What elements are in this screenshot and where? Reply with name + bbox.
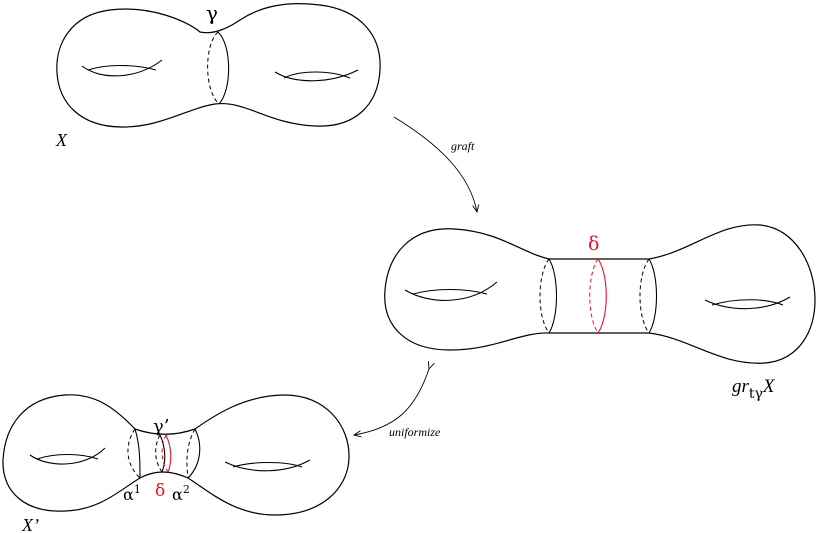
curve-delta-back (589, 258, 599, 334)
curve-delta-prime-back (161, 434, 169, 473)
label-graft: graft (451, 139, 475, 153)
surface-x-prime-right-hole-upper (232, 462, 303, 468)
curve-alpha1-back (127, 428, 141, 479)
curve-delta-front (597, 258, 607, 334)
surface-grafted-outline (384, 224, 816, 364)
label-grafted-sub: tγ (749, 386, 763, 402)
cylinder-right-boundary-back (639, 258, 650, 334)
label-gamma-prime: γ’ (153, 416, 169, 437)
curve-gamma-back (207, 31, 220, 105)
surface-x-outline (56, 3, 381, 128)
surface-x-right-hole-upper (283, 71, 351, 79)
label-alpha2: α2 (172, 483, 190, 504)
label-grafted-gr: gr (732, 376, 750, 397)
uniformize-arrow (354, 369, 429, 435)
label-alpha1-base: α (123, 485, 134, 504)
label-surface-x-prime: X’ (21, 515, 39, 533)
label-alpha2-base: α (172, 485, 183, 504)
surface-grafted-right-hole-lower (704, 296, 791, 310)
curve-alpha2-front (187, 428, 201, 479)
surface-grafted-left-hole-upper (412, 289, 488, 295)
surface-grafted (384, 224, 816, 364)
curve-gamma-front (217, 31, 230, 105)
label-delta-top: δ (588, 233, 599, 255)
surface-grafted-right-hole-upper (711, 299, 784, 306)
curve-alpha1-front (134, 428, 141, 479)
surface-x-prime-right-hole-lower (224, 459, 311, 472)
label-delta-bottom: δ (155, 481, 165, 501)
label-alpha1-sup: 1 (134, 483, 141, 496)
curve-gamma-prime-back (155, 434, 163, 473)
label-alpha2-sup: 2 (183, 483, 190, 496)
curve-gamma-prime-front (159, 434, 166, 473)
curve-delta-prime-front (165, 434, 172, 473)
surface-grafted-left-hole-lower (404, 281, 498, 301)
cylinder-left-boundary-front (548, 258, 557, 334)
label-surface-x: X (55, 130, 68, 150)
surface-x-prime (2, 394, 350, 516)
label-grafted-surface: grtγX (732, 376, 776, 402)
label-alpha1: α1 (123, 483, 141, 504)
label-uniformize: uniformize (389, 425, 441, 439)
surface-x-left-hole-lower (81, 59, 163, 77)
surface-x-right-hole-lower (274, 69, 359, 82)
graft-arrow (393, 116, 477, 212)
surface-x-left-hole-upper (87, 65, 157, 71)
cylinder-right-boundary-front (648, 258, 657, 334)
label-grafted-x: X (762, 376, 776, 397)
cylinder-left-boundary-back (539, 258, 550, 334)
surface-x-prime-left-hole-lower (29, 447, 106, 465)
surface-x-prime-left-hole-upper (36, 453, 99, 460)
surface-x (56, 3, 381, 128)
label-gamma: γ (206, 1, 218, 25)
